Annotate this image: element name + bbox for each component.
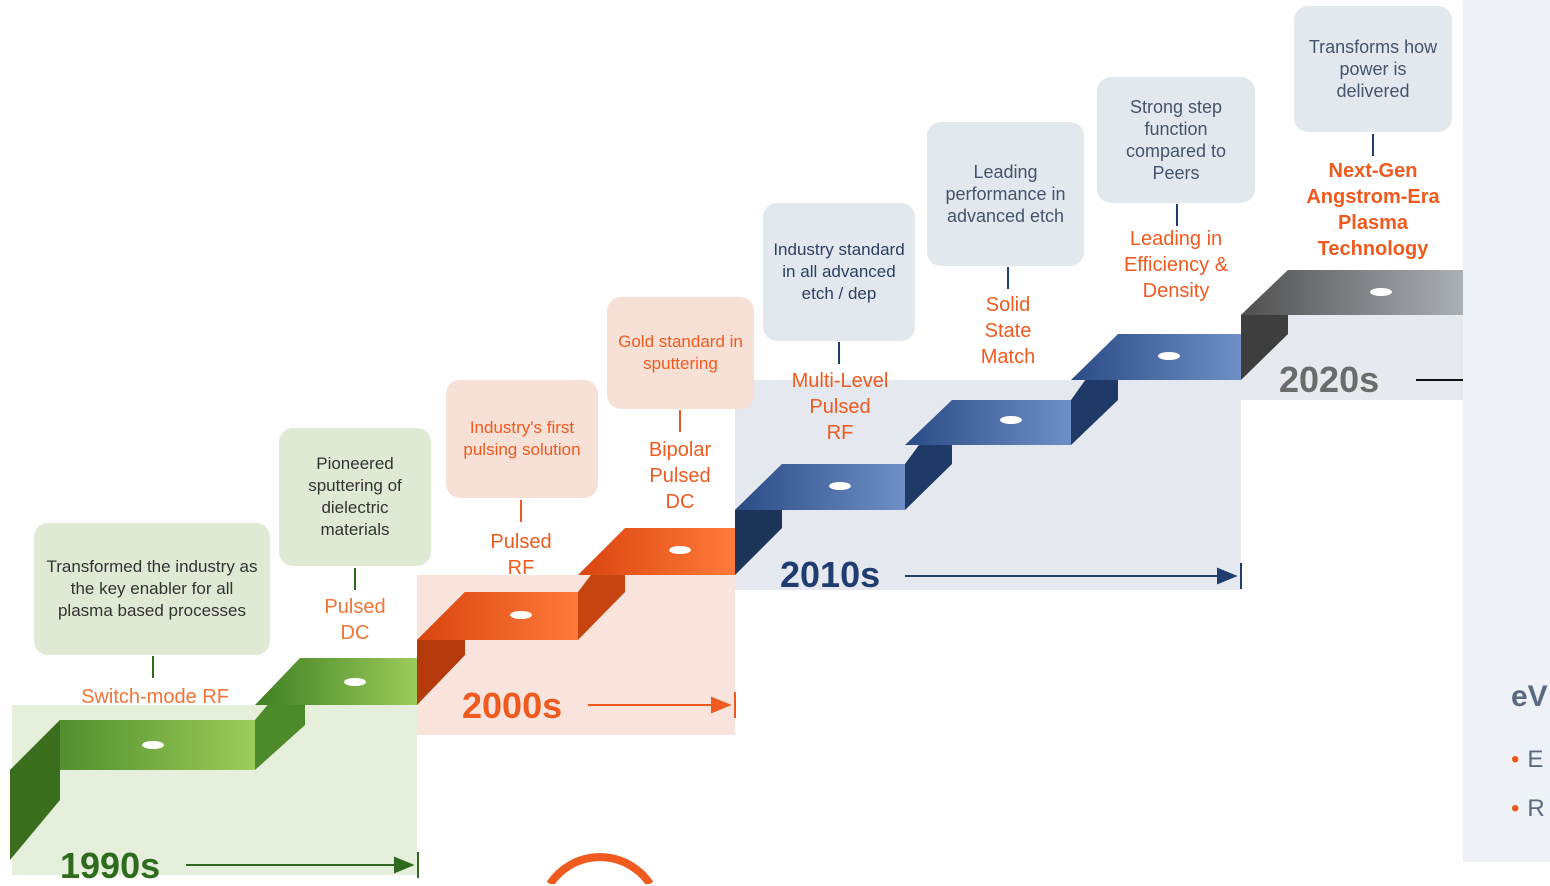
step-front-3 [417,592,578,640]
connector-tick [520,500,522,522]
step-front-8 [1241,270,1497,315]
arrow-2010s [905,563,1242,589]
step-front-5 [735,464,905,510]
step-dot [142,741,164,749]
connector-tick [1372,134,1374,156]
era-label-efficiency-density: Leading in Efficiency & Density [1123,228,1229,302]
era-box-switch-mode-rf: Transformed the industry as the key enab… [34,523,270,655]
step-dot [1000,416,1022,424]
era-label-solid-state-match: Solid State Match [980,294,1036,368]
side-panel-bullet: •R [1511,795,1545,822]
step-side-1 [10,720,60,860]
era-label-switch-mode-rf: Switch-mode RF [81,686,229,708]
step-dot [1158,352,1180,360]
step-dot [669,546,691,554]
decade-1990s: 1990s [60,845,161,886]
step-front-7 [1071,334,1241,380]
decade-2000s: 2000s [462,685,563,726]
step-dot [829,482,851,490]
era-box-efficiency-density: Strong step function compared to Peers [1097,77,1255,203]
step-front-4 [578,528,735,575]
step-dot [344,678,366,686]
connector-tick [1007,267,1009,289]
connector-tick [679,410,681,432]
era-label-pulsed-dc: Pulsed DC [324,596,386,644]
side-panel [1463,0,1550,862]
decade-2020s: 2020s [1279,359,1380,400]
era-label-bipolar-pulsed-dc: Bipolar Pulsed DC [648,439,712,513]
step-front-2 [255,658,418,705]
arrow-2000s [588,692,736,718]
era-label-multi-level-pulsed-rf: Multi-Level Pulsed RF [791,370,889,444]
connector-tick [152,656,154,678]
step-dot [510,611,532,619]
era-box-pulsed-rf: Industry's first pulsing solution [446,380,598,498]
decade-2010s: 2010s [780,554,881,595]
side-panel-bullet: •E [1511,746,1544,773]
bullet-dot-icon: • [1511,795,1520,822]
step-front-1 [10,720,255,770]
era-label-pulsed-rf: Pulsed RF [490,531,552,579]
era-box-pulsed-dc: Pioneered sputtering of dielectric mater… [279,428,431,566]
side-panel-title: eV [1511,680,1548,713]
era-box-bipolar-pulsed-dc: Gold standard in sputtering [607,297,754,409]
era-box-multi-level-pulsed-rf: Industry standard in all advanced etch /… [763,203,915,341]
arrow-1990s [186,852,419,878]
connector-tick [1176,204,1178,226]
step-front-6 [905,400,1071,445]
era-box-next-gen: Transforms how power is delivered [1294,6,1452,132]
era-box-solid-state-match: Leading performance in advanced etch [927,122,1084,266]
step-dot [1370,288,1392,296]
connector-tick [838,342,840,364]
connector-tick [354,568,356,590]
era-label-next-gen: Next-Gen Angstrom-Era Plasma Technology [1306,160,1440,260]
bullet-dot-icon: • [1511,746,1520,773]
logo-arc [546,853,654,884]
